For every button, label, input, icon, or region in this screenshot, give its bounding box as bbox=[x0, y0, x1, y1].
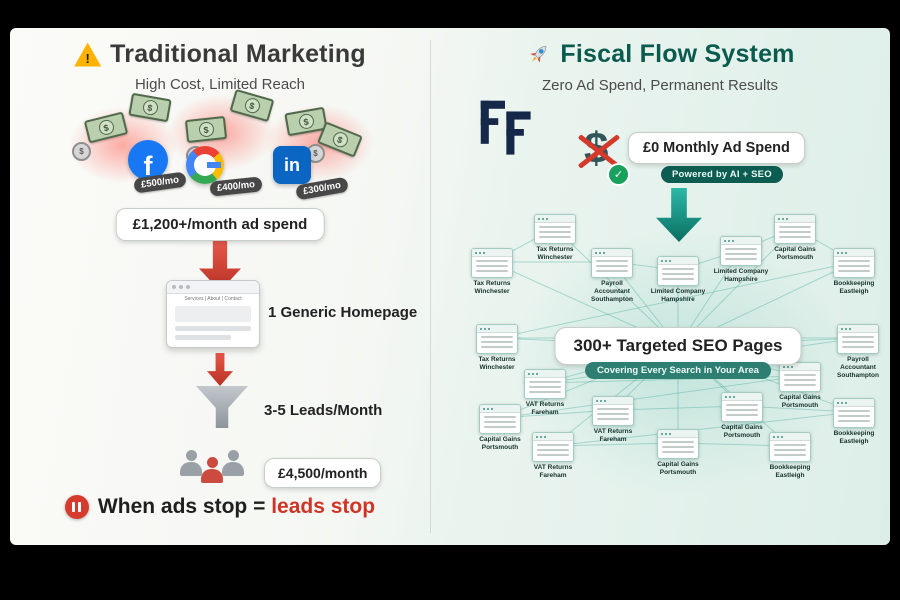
seo-page-node: Capital Gains Portsmouth bbox=[649, 429, 707, 477]
panel-divider bbox=[430, 40, 431, 533]
seo-page-node: Bookkeeping Eastleigh bbox=[761, 432, 819, 480]
seo-page-label: Capital Gains Portsmouth bbox=[774, 246, 816, 262]
seo-page-node: Capital Gains Portsmouth bbox=[713, 392, 771, 440]
left-footer: When ads stop = leads stop bbox=[10, 495, 430, 519]
seo-page-node: Tax Returns Winchester bbox=[463, 248, 521, 296]
seo-page-node: Tax Returns Winchester bbox=[468, 324, 526, 372]
browser-window-icon bbox=[769, 432, 811, 462]
seo-page-label: Payroll Accountant Southampton bbox=[837, 356, 879, 380]
seo-page-label: Tax Returns Winchester bbox=[536, 246, 574, 262]
leads-label: 3-5 Leads/Month bbox=[264, 402, 383, 419]
seo-page-node: Payroll Accountant Southampton bbox=[583, 248, 641, 304]
browser-window-icon bbox=[471, 248, 513, 278]
browser-window-icon bbox=[592, 396, 634, 426]
browser-placeholder-image bbox=[175, 306, 251, 322]
seo-page-label: Tax Returns Winchester bbox=[473, 280, 511, 296]
coin-icon: $ bbox=[72, 142, 91, 161]
warning-icon: ! bbox=[74, 42, 102, 67]
seo-page-node: Payroll Accountant Southampton bbox=[829, 324, 887, 380]
browser-window-icon bbox=[657, 429, 699, 459]
monthly-cost-badge: £4,500/month bbox=[264, 458, 382, 488]
seo-page-label: Bookkeeping Eastleigh bbox=[833, 430, 875, 446]
seo-network: 300+ Targeted SEO Pages Covering Every S… bbox=[430, 28, 890, 545]
seo-page-node: Capital Gains Portsmouth bbox=[771, 362, 829, 410]
seo-page-label: Payroll Accountant Southampton bbox=[591, 280, 633, 304]
seo-page-label: VAT Returns Fareham bbox=[533, 464, 573, 480]
seo-page-label: Bookkeeping Eastleigh bbox=[833, 280, 875, 296]
browser-placeholder-line bbox=[175, 326, 251, 331]
funnel-icon bbox=[196, 386, 248, 428]
person-icon bbox=[222, 450, 244, 476]
left-header: ! Traditional Marketing High Cost, Limit… bbox=[10, 40, 430, 93]
seo-page-node: VAT Returns Fareham bbox=[584, 396, 642, 444]
browser-window-icon bbox=[524, 369, 566, 399]
seo-page-label: Limited Company Hampshire bbox=[650, 288, 706, 304]
seo-page-label: Tax Returns Winchester bbox=[478, 356, 516, 372]
google-icon bbox=[186, 146, 224, 184]
footer-highlight: leads stop bbox=[271, 495, 376, 518]
traditional-marketing-panel: ! Traditional Marketing High Cost, Limit… bbox=[10, 28, 430, 545]
footer-text: When ads stop = leads stop bbox=[97, 495, 376, 518]
facebook-icon: f bbox=[128, 140, 168, 180]
coverage-pill: Covering Every Search in Your Area bbox=[585, 362, 771, 379]
seo-page-node: Bookkeeping Eastleigh bbox=[825, 398, 883, 446]
seo-page-label: Limited Company Hampshire bbox=[713, 268, 769, 284]
seo-page-label: VAT Returns Fareham bbox=[593, 428, 633, 444]
seo-page-label: Capital Gains Portsmouth bbox=[479, 436, 521, 452]
browser-window-icon bbox=[779, 362, 821, 392]
people-group-icon bbox=[178, 444, 250, 486]
comparison-card: ! Traditional Marketing High Cost, Limit… bbox=[10, 28, 890, 545]
generic-homepage-window: Services | About | Contact bbox=[166, 280, 260, 348]
total-ad-spend-badge: £1,200+/month ad spend bbox=[115, 208, 325, 241]
browser-window-icon bbox=[479, 404, 521, 434]
fiscal-flow-logo bbox=[476, 98, 534, 165]
seo-page-node: Capital Gains Portsmouth bbox=[766, 214, 824, 262]
right-header: Fiscal Flow System Zero Ad Spend, Perman… bbox=[430, 40, 890, 94]
browser-window-icon bbox=[657, 256, 699, 286]
browser-window-icon bbox=[837, 324, 879, 354]
browser-titlebar bbox=[167, 281, 259, 294]
linkedin-icon: in bbox=[273, 146, 311, 184]
seo-page-label: Bookkeeping Eastleigh bbox=[769, 464, 811, 480]
banknote-icon: $ bbox=[184, 115, 228, 144]
browser-window-icon bbox=[833, 398, 875, 428]
right-subtitle: Zero Ad Spend, Permanent Results bbox=[542, 76, 778, 94]
seo-page-node: Capital Gains Portsmouth bbox=[471, 404, 529, 452]
person-icon bbox=[180, 450, 202, 476]
left-subtitle: High Cost, Limited Reach bbox=[134, 75, 306, 93]
person-icon bbox=[201, 457, 223, 483]
browser-placeholder-line bbox=[175, 335, 231, 340]
browser-window-icon bbox=[774, 214, 816, 244]
pause-icon bbox=[64, 495, 89, 519]
rocket-icon bbox=[530, 45, 547, 63]
down-arrow-red-small bbox=[207, 353, 233, 386]
browser-window-icon bbox=[534, 214, 576, 244]
powered-by-pill: Powered by AI + SEO bbox=[661, 166, 783, 183]
seo-page-node: Tax Returns Winchester bbox=[526, 214, 584, 262]
seo-page-label: Capital Gains Portsmouth bbox=[657, 461, 699, 477]
right-title: Fiscal Flow System bbox=[560, 40, 795, 68]
seo-pages-badge: 300+ Targeted SEO Pages bbox=[554, 327, 802, 365]
homepage-label: 1 Generic Homepage bbox=[268, 304, 418, 321]
fiscal-flow-panel: 300+ Targeted SEO Pages Covering Every S… bbox=[430, 28, 890, 545]
seo-page-label: VAT Returns Fareham bbox=[525, 401, 565, 417]
seo-page-label: Capital Gains Portsmouth bbox=[779, 394, 821, 410]
browser-nav-text: Services | About | Contact bbox=[184, 296, 242, 302]
crossed-dollar-icon: $ ✓ bbox=[572, 122, 630, 186]
seo-page-node: VAT Returns Fareham bbox=[516, 369, 574, 417]
seo-page-node: Limited Company Hampshire bbox=[712, 236, 770, 284]
seo-page-label: Capital Gains Portsmouth bbox=[721, 424, 763, 440]
seo-page-node: Bookkeeping Eastleigh bbox=[825, 248, 883, 296]
browser-window-icon bbox=[721, 392, 763, 422]
browser-window-icon bbox=[833, 248, 875, 278]
left-title: Traditional Marketing bbox=[110, 40, 366, 68]
seo-page-node: Limited Company Hampshire bbox=[649, 256, 707, 304]
browser-window-icon bbox=[532, 432, 574, 462]
browser-window-icon bbox=[476, 324, 518, 354]
check-icon: ✓ bbox=[607, 163, 630, 186]
browser-window-icon bbox=[591, 248, 633, 278]
seo-page-node: VAT Returns Fareham bbox=[524, 432, 582, 480]
browser-window-icon bbox=[720, 236, 762, 266]
zero-ad-spend-badge: £0 Monthly Ad Spend bbox=[628, 132, 805, 164]
